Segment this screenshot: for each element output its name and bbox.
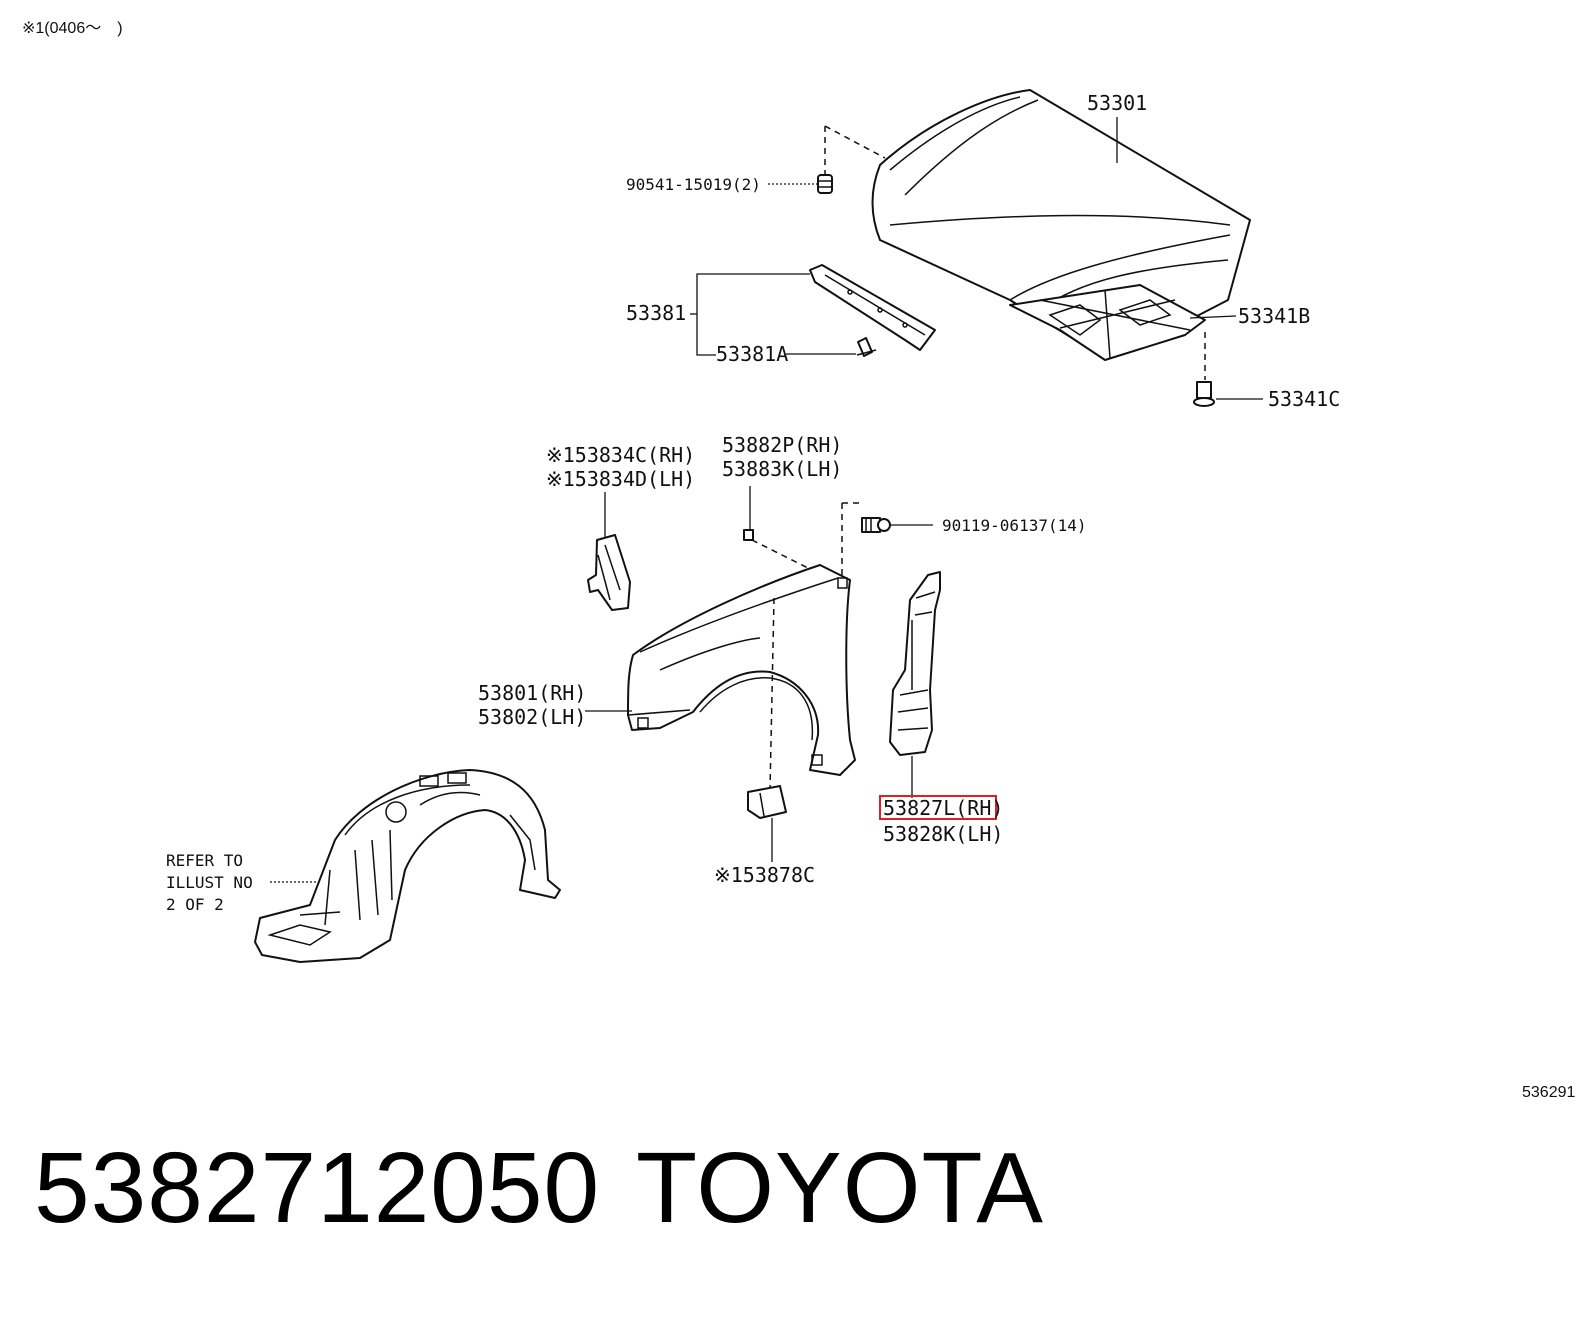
refer-note-line2: ILLUST NO xyxy=(166,873,253,892)
callout-fender-nut-rh: 53882P(RH) xyxy=(722,433,842,457)
callout-insulator-clip: 53341C xyxy=(1268,387,1340,411)
callout-cushion: ※153878C xyxy=(714,863,815,887)
callout-hood-insulator: 53341B xyxy=(1238,304,1310,328)
insulator-clip-icon xyxy=(1193,381,1215,407)
callout-fender-splash-rh: 53827L(RH) xyxy=(883,796,1003,820)
callout-hood-seal: 53381 xyxy=(626,301,686,325)
callout-fender-splash-lh: 53828K(LH) xyxy=(883,822,1003,846)
callout-fender-rh: 53801(RH) xyxy=(478,681,586,705)
hood-bolt-icon xyxy=(817,174,833,194)
header-note: ※1(0406～ ) xyxy=(22,20,123,37)
fender-panel xyxy=(627,564,856,776)
callout-hood: 53301 xyxy=(1087,91,1147,115)
hood-insulator xyxy=(1009,284,1206,361)
fender-splash-shield xyxy=(889,571,941,756)
callout-fender-lh: 53802(LH) xyxy=(478,705,586,729)
illustration-id: 536291 xyxy=(1522,1084,1575,1101)
highlight-box xyxy=(879,795,997,820)
footer-brand: TOYOTA xyxy=(636,1132,1044,1244)
hood-seal-clip-icon xyxy=(856,337,877,357)
callout-hood-seal-clip: 53381A xyxy=(716,342,788,366)
footer-part-number: 5382712050 xyxy=(34,1132,601,1244)
fender-screw-icon xyxy=(861,517,891,533)
fender-liner xyxy=(254,769,561,963)
fender-seal xyxy=(587,534,631,611)
fender-nut-icon xyxy=(743,529,754,541)
refer-note-line3: 2 OF 2 xyxy=(166,895,224,914)
callout-fender-seal-rh: ※153834C(RH) xyxy=(546,443,695,467)
callout-fender-seal-lh: ※153834D(LH) xyxy=(546,467,695,491)
hood-seal xyxy=(809,264,936,351)
refer-note-line1: REFER TO xyxy=(166,851,243,870)
hood-panel xyxy=(871,89,1251,356)
fender-cushion xyxy=(747,785,787,819)
callout-fender-screw: 90119-06137(14) xyxy=(942,516,1087,535)
callout-hood-bolt: 90541-15019(2) xyxy=(626,175,761,194)
callout-fender-nut-lh: 53883K(LH) xyxy=(722,457,842,481)
